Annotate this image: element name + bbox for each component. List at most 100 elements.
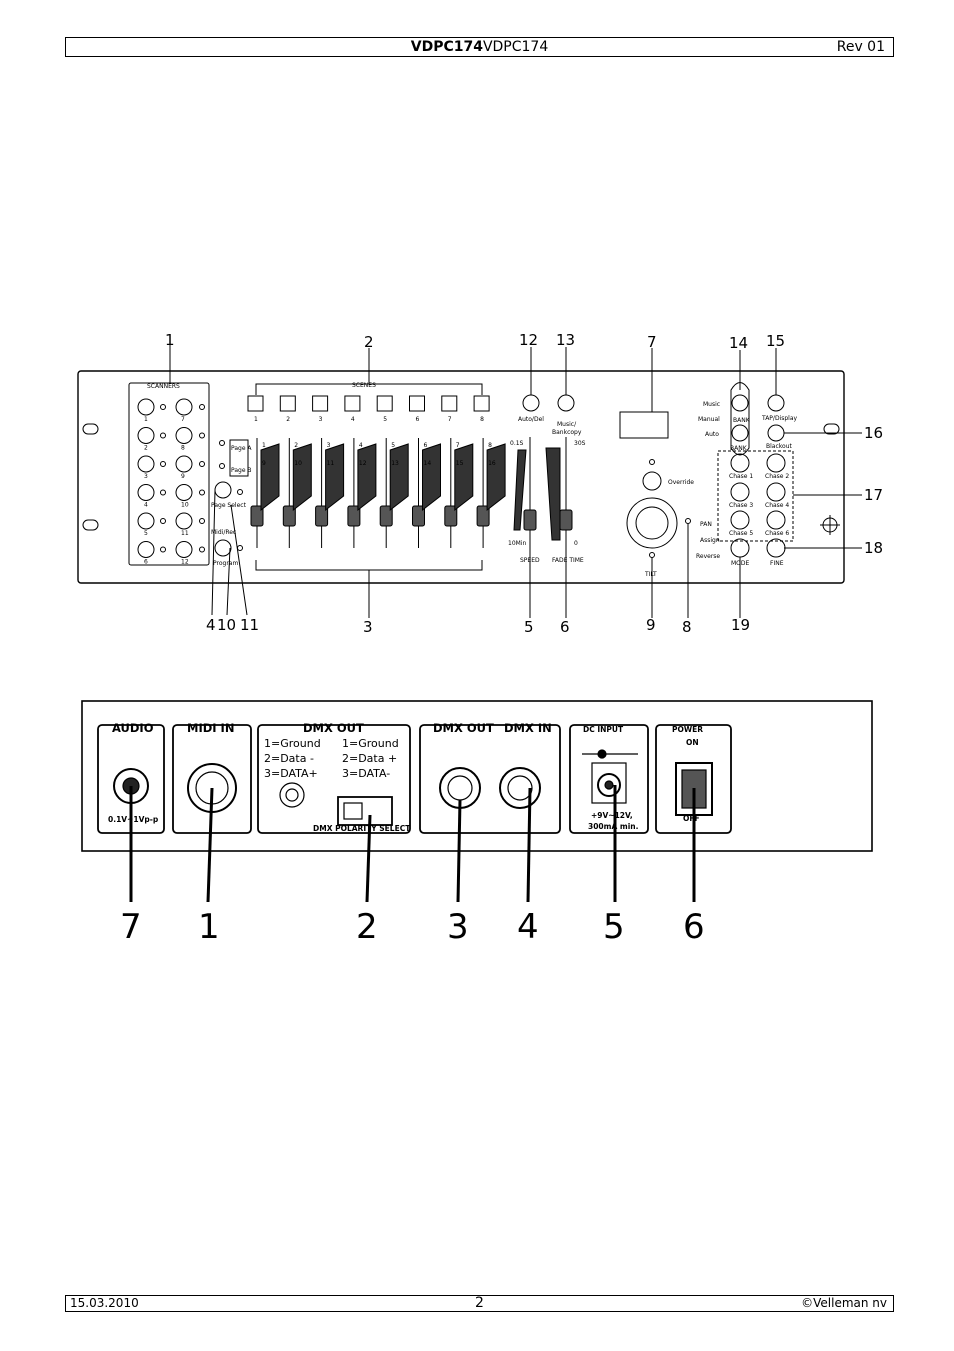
pin-right-2: 2=Data +	[342, 752, 397, 765]
scene-button[interactable]	[312, 395, 329, 412]
page-header: VDPC174VDPC174 Rev 01	[65, 37, 894, 57]
scene-button[interactable]	[344, 395, 361, 412]
label-fade-bottom: 0	[574, 540, 578, 547]
scanner-led	[199, 489, 205, 496]
scene-number: 5	[383, 416, 387, 423]
callout-6: 6	[560, 618, 570, 636]
label-on: ON	[686, 738, 699, 747]
rear-callout-7: 7	[120, 907, 142, 947]
rear-callout-4: 4	[517, 907, 539, 947]
pin-right-1: 1=Ground	[342, 737, 399, 750]
header-revision: Rev 01	[836, 39, 885, 55]
scanner-button[interactable]	[137, 455, 155, 473]
scene-button[interactable]	[376, 395, 393, 412]
callout-19: 19	[731, 616, 750, 634]
scanner-led	[160, 546, 166, 553]
scanner-led	[160, 461, 166, 467]
pin-right-3: 3=DATA-	[342, 767, 390, 780]
scanner-led	[199, 546, 205, 553]
scanner-button[interactable]	[137, 427, 155, 444]
scanner-button[interactable]	[137, 398, 155, 416]
pin-left-2: 2=Data -	[264, 752, 314, 765]
fader-number: 4	[359, 442, 363, 449]
channel-fader-knob[interactable]	[282, 505, 296, 527]
label-auto-del: Auto/Del	[518, 416, 544, 423]
fader-number: 12	[359, 460, 367, 467]
scene-number: 8	[480, 416, 484, 423]
label-fine: FINE	[770, 560, 784, 567]
scanner-button[interactable]	[137, 512, 155, 530]
channel-fader-knob[interactable]	[347, 505, 361, 527]
page-footer: 15.03.2010 2 ©Velleman nv	[65, 1295, 894, 1312]
label-mode: MODE	[731, 560, 750, 567]
fader-number: 5	[391, 442, 395, 449]
callout-14: 14	[729, 334, 748, 352]
scanner-button[interactable]	[175, 455, 193, 473]
callout-2: 2	[364, 333, 374, 351]
fader-scale	[325, 443, 345, 512]
callout-11: 11	[240, 616, 259, 634]
fader-scale	[454, 443, 474, 512]
label-dc-spec-1: +9V~12V,	[591, 811, 633, 820]
callout-12: 12	[519, 331, 538, 349]
scanner-number: 7	[181, 416, 185, 423]
fader-number: 6	[424, 442, 428, 449]
scanner-button[interactable]	[175, 427, 193, 444]
label-chase4: Chase 4	[765, 502, 789, 509]
scene-button[interactable]	[409, 395, 425, 412]
label-music: Music/	[557, 421, 577, 428]
scene-button[interactable]	[247, 395, 264, 412]
label-chase5: Chase 5	[729, 530, 753, 537]
scanner-button[interactable]	[175, 484, 193, 501]
fader-scale	[422, 443, 441, 512]
scene-button[interactable]	[441, 395, 458, 412]
channel-fader-knob[interactable]	[315, 505, 329, 527]
rear-callout-5: 5	[603, 907, 625, 947]
label-blackout: Blackout	[766, 443, 792, 450]
scene-button[interactable]	[279, 395, 296, 412]
scanner-led	[160, 404, 166, 410]
scanner-button[interactable]	[137, 541, 155, 558]
scanner-number: 2	[144, 445, 148, 452]
label-reverse: Reverse	[696, 553, 720, 560]
label-polarity-select: DMX POLARITY SELECT	[313, 824, 411, 833]
channel-fader-knob[interactable]	[379, 505, 393, 527]
callout-4: 4	[206, 616, 216, 634]
callout-16: 16	[864, 424, 883, 442]
title-bold: VDPC174	[410, 39, 483, 55]
label-override: Override	[668, 479, 694, 486]
fader-number: 13	[391, 460, 399, 467]
label-page-a: Page A	[231, 445, 252, 452]
channel-fader-knob[interactable]	[412, 505, 425, 527]
channel-fader-knob[interactable]	[444, 505, 458, 527]
fader-scale	[389, 443, 409, 512]
label-audio-range: 0.1V~1Vp-p	[108, 815, 159, 824]
scene-number: 2	[286, 416, 290, 423]
label-chase3: Chase 3	[729, 502, 753, 509]
channel-fader-knob[interactable]	[476, 505, 490, 527]
fader-scale	[260, 443, 280, 512]
callout-17: 17	[864, 486, 883, 504]
label-midi-rec: Midi/Rec	[211, 529, 236, 536]
scanner-button[interactable]	[175, 398, 193, 416]
fader-number: 16	[488, 460, 496, 467]
footer-date: 15.03.2010	[70, 1296, 139, 1310]
scene-button[interactable]	[473, 395, 490, 412]
scanner-led	[199, 432, 205, 439]
label-scanners: SCANNERS	[147, 383, 180, 390]
channel-fader-knob[interactable]	[250, 505, 264, 527]
fader-number: 15	[456, 460, 464, 467]
label-dc-spec-2: 300mA min.	[588, 822, 639, 831]
label-bank-down: BANK	[730, 445, 748, 452]
scanner-button[interactable]	[137, 484, 155, 501]
scanner-led	[160, 518, 166, 524]
scanner-number: 1	[144, 416, 148, 423]
scanner-button[interactable]	[175, 541, 193, 558]
scanner-number: 6	[144, 559, 148, 566]
callout-3: 3	[363, 618, 373, 636]
fader-number: 9	[262, 460, 266, 467]
scanner-button[interactable]	[175, 512, 193, 530]
label-speed-bottom: 10Min	[508, 540, 526, 547]
label-fade-top: 30S	[574, 440, 586, 447]
fader-number: 7	[456, 442, 460, 449]
